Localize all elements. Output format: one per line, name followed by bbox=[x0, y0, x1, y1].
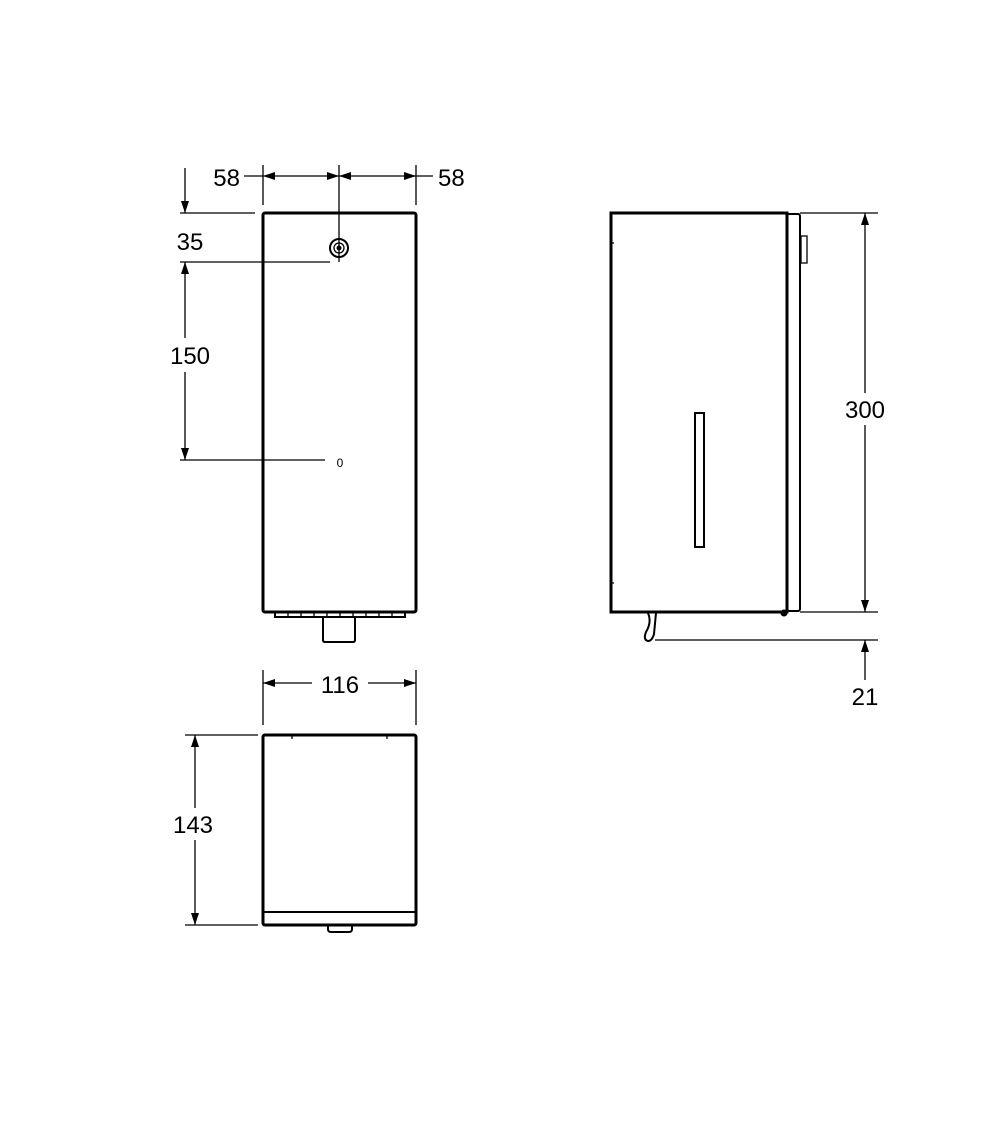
dim-35: 35 bbox=[177, 229, 204, 256]
dim-143: 143 bbox=[173, 812, 213, 839]
dim-300: 300 bbox=[845, 397, 885, 424]
plan-body bbox=[261, 733, 418, 927]
plan-nozzle bbox=[327, 925, 353, 933]
front-body bbox=[261, 211, 418, 614]
level-window bbox=[694, 412, 705, 548]
spout bbox=[643, 612, 657, 643]
back-plate bbox=[786, 213, 801, 612]
dim-right-58: 58 bbox=[438, 165, 465, 192]
dim-left-58: 58 bbox=[213, 165, 240, 192]
plan-view: 116 143 bbox=[166, 668, 418, 933]
button-mark: 0 bbox=[337, 456, 344, 470]
nozzle bbox=[322, 617, 356, 643]
bottom-trim bbox=[274, 611, 406, 618]
dim-116: 116 bbox=[321, 672, 359, 699]
dim-150: 150 bbox=[170, 343, 210, 370]
dim-21: 21 bbox=[852, 684, 879, 711]
front-view: 58 58 35 150 0 bbox=[166, 165, 465, 643]
side-view: 300 21 bbox=[609, 211, 892, 711]
side-tab bbox=[800, 235, 808, 264]
